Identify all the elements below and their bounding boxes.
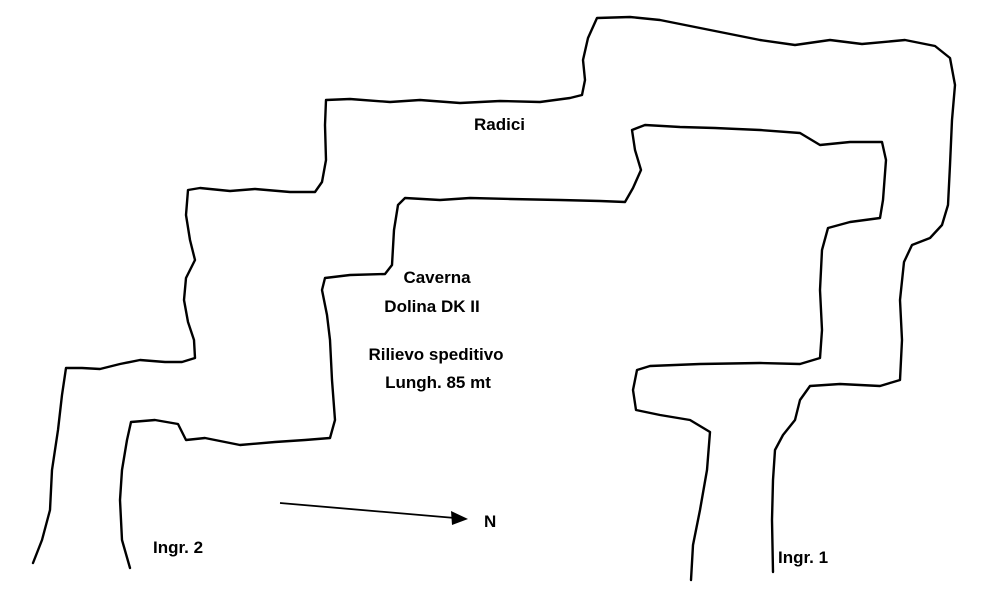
label-cave-name-line1: Caverna [403, 268, 471, 287]
label-cave-name-line2: Dolina DK II [384, 297, 479, 316]
north-arrow-head [451, 511, 468, 525]
label-length: Lungh. 85 mt [385, 373, 491, 392]
label-entrance-2: Ingr. 2 [153, 538, 203, 557]
label-survey-type: Rilievo speditivo [368, 345, 503, 364]
north-arrow-shaft [279, 502, 456, 519]
label-north: N [484, 512, 496, 531]
label-radici: Radici [474, 115, 525, 134]
cave-inner-wall [118, 123, 888, 582]
cave-outer-wall [31, 15, 957, 574]
label-entrance-1: Ingr. 1 [778, 548, 828, 567]
